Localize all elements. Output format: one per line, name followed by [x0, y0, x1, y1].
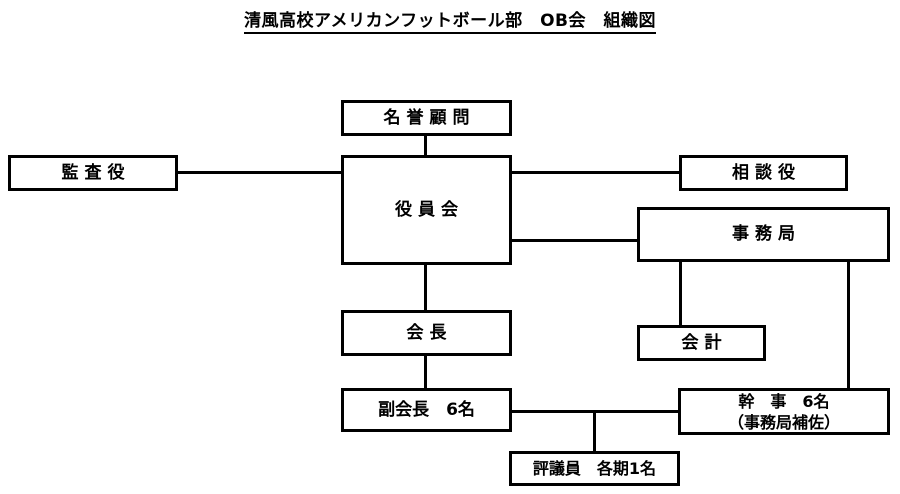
- page-title-text: 清風高校アメリカンフットボール部 OB会 組織図: [243, 11, 657, 34]
- node-president[interactable]: 会長: [341, 310, 512, 356]
- edge-board-to-secretariat: [509, 239, 640, 242]
- node-executive-label: 幹 事 6名 （事務局補佐）: [727, 391, 840, 432]
- page-title: 清風高校アメリカンフットボール部 OB会 組織図: [0, 10, 900, 34]
- edge-secretariat-to-accounting: [679, 259, 682, 328]
- node-auditor[interactable]: 監査役: [8, 155, 178, 191]
- node-accounting-label: 会計: [681, 332, 728, 353]
- node-secretariat[interactable]: 事務局: [637, 207, 890, 262]
- node-secretariat-label: 事務局: [732, 224, 801, 244]
- node-councilor-label: 評議員 各期1名: [532, 459, 657, 478]
- node-executive[interactable]: 幹 事 6名 （事務局補佐）: [678, 388, 890, 435]
- node-board[interactable]: 役員会: [341, 155, 512, 265]
- node-consultant[interactable]: 相談役: [679, 155, 848, 191]
- edge-auditor-to-board: [176, 171, 344, 174]
- edge-board-to-consultant: [509, 171, 682, 174]
- edge-board-to-president: [424, 262, 427, 313]
- node-consultant-label: 相談役: [732, 162, 801, 183]
- edge-vice-president-to-councilor: [593, 410, 596, 454]
- edge-president-to-vice-president: [424, 353, 427, 391]
- edge-honorary-advisor-to-board: [424, 133, 427, 158]
- node-accounting[interactable]: 会計: [637, 325, 766, 361]
- node-honorary-advisor[interactable]: 名誉顧問: [341, 100, 512, 136]
- node-president-label: 会長: [406, 322, 453, 343]
- edge-secretariat-to-executive: [847, 259, 850, 391]
- node-vice-president-label: 副会長 6名: [378, 399, 475, 420]
- node-honorary-advisor-label: 名誉顧問: [383, 107, 476, 128]
- node-councilor[interactable]: 評議員 各期1名: [509, 451, 680, 486]
- node-auditor-label: 監査役: [61, 162, 131, 183]
- node-board-label: 役員会: [395, 199, 464, 220]
- node-vice-president[interactable]: 副会長 6名: [341, 388, 512, 432]
